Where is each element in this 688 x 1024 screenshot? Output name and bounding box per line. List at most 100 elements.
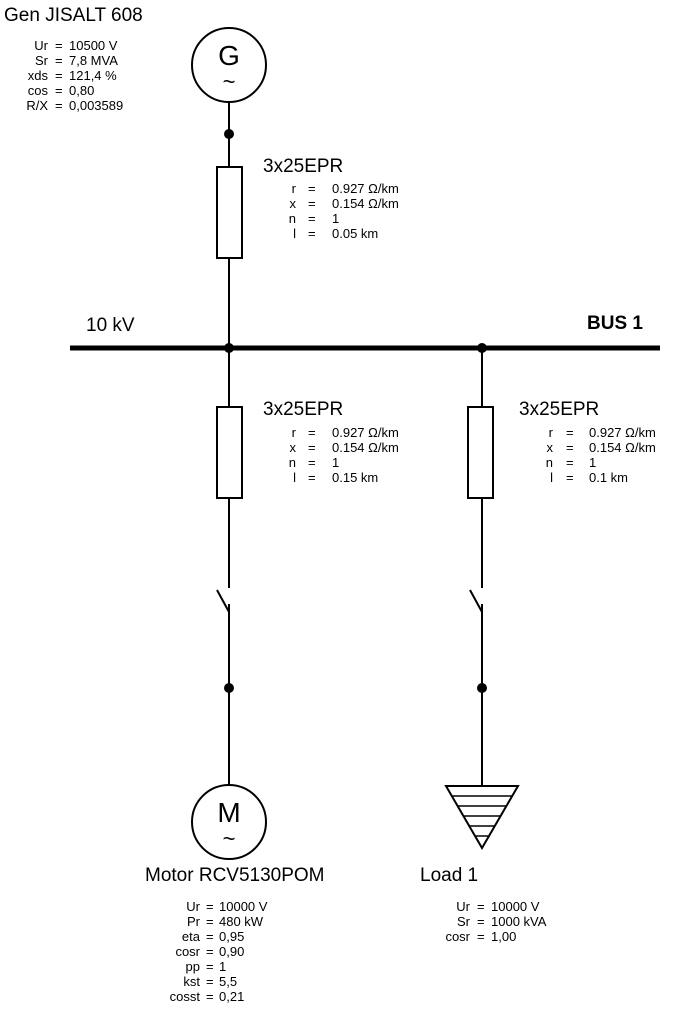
generator-param-value: 0,003589 [69,98,124,113]
motor-param-key: Pr [187,914,200,929]
generator-param-equals: = [55,83,63,98]
cable-motor-resistor[interactable] [216,406,243,499]
generator-param-key: Ur [34,38,48,53]
generator-param-equals: = [55,68,63,83]
motor-param-key: cosr [175,944,200,959]
motor-param-equals: = [206,899,214,914]
cable-gen-param-value: 1 [332,211,340,226]
motor-param-equals: = [206,914,214,929]
motor-param-key: kst [183,974,200,989]
motor-param-value: 1 [219,959,227,974]
motor-param-equals: = [206,959,214,974]
cable-load-param-value: 0.1 km [589,470,629,485]
cable-gen-param-equals: = [308,181,316,196]
load-param-equals: = [477,914,485,929]
cable-load-param-value: 1 [589,455,597,470]
cable-load-param-value: 0.154 Ω/km [589,440,656,455]
generator-param-equals: = [55,38,63,53]
bus-voltage-label: 10 kV [86,315,135,336]
motor-param-value: 10000 V [219,899,268,914]
motor-param-equals: = [206,929,214,944]
motor-symbol-letter: M [217,797,241,828]
load-param-equals: = [477,929,485,944]
motor-title: Motor RCV5130POM [145,865,325,886]
generator-param-value: 121,4 % [69,68,117,83]
load-param-value: 10000 V [491,899,540,914]
generator-param-value: 0,80 [69,83,95,98]
generator-param-key: cos [27,83,48,98]
motor-circle[interactable] [191,784,267,860]
cable-motor-param-key: r [291,425,296,440]
cable-gen-param-value: 0.05 km [332,226,379,241]
load-param-key: cosr [445,929,470,944]
motor-param-key: eta [181,929,200,944]
cable-gen-param-value: 0.927 Ω/km [332,181,399,196]
cable-load-param-key: r [548,425,553,440]
motor-param-key: Ur [186,899,200,914]
cable-gen-param-key: n [288,211,296,226]
cable-load-param-key: x [546,440,554,455]
motor-param-equals: = [206,944,214,959]
cable-motor-param-equals: = [308,455,316,470]
cable-motor-param-value: 1 [332,455,340,470]
generator-param-key: R/X [26,98,48,113]
generator-title: Gen JISALT 608 [4,5,143,26]
cable-gen-param-equals: = [308,211,316,226]
motor-param-value: 480 kW [219,914,264,929]
cable-load-param-key: n [545,455,553,470]
cable-load-param-equals: = [566,425,574,440]
cable-gen-title: 3x25EPR [263,156,344,177]
motor-node-dot [224,683,234,693]
cable-motor-title: 3x25EPR [263,399,344,420]
cable-motor-param-key: n [288,455,296,470]
cable-motor-param-value: 0.154 Ω/km [332,440,399,455]
load-title: Load 1 [420,865,479,886]
load-param-key: Ur [456,899,470,914]
cable-gen-resistor[interactable] [216,166,243,259]
bus-name-label: BUS 1 [587,313,643,334]
cable-load-param-equals: = [566,440,574,455]
cable-motor-param-equals: = [308,425,316,440]
motor-param-value: 5,5 [219,974,238,989]
load-switch-blade[interactable] [469,589,483,613]
cable-gen-param-value: 0.154 Ω/km [332,196,399,211]
load-triangle-icon[interactable] [444,785,520,850]
load-param-equals: = [477,899,485,914]
motor-param-key: cosst [169,989,200,1004]
cable-motor-param-key: l [293,470,296,485]
cable-gen-param-equals: = [308,226,316,241]
load-param-value: 1000 kVA [491,914,547,929]
load-param-key: Sr [457,914,470,929]
cable-motor-param-value: 0.927 Ω/km [332,425,399,440]
generator-param-value: 7,8 MVA [69,53,118,68]
load-param-value: 1,00 [491,929,517,944]
motor-param-equals: = [206,989,214,1004]
generator-param-equals: = [55,98,63,113]
generator-tilde-icon: ~ [222,69,236,94]
cable-load-param-equals: = [566,455,574,470]
cable-motor-param-value: 0.15 km [332,470,379,485]
motor-param-value: 0,90 [219,944,245,959]
cable-gen-param-key: l [293,226,296,241]
load-node-dot [477,683,487,693]
motor-param-value: 0,95 [219,929,245,944]
motor-param-key: pp [185,959,200,974]
cable-load-title: 3x25EPR [519,399,600,420]
cable-load-param-value: 0.927 Ω/km [589,425,656,440]
cable-gen-param-key: x [289,196,297,211]
generator-param-value: 10500 V [69,38,118,53]
cable-load-param-key: l [550,470,553,485]
cable-gen-param-key: r [291,181,296,196]
motor-switch-blade[interactable] [216,589,230,613]
cable-motor-param-equals: = [308,470,316,485]
cable-motor-param-key: x [289,440,297,455]
cable-load-resistor[interactable] [467,406,494,499]
motor-tilde-icon: ~ [222,826,236,851]
motor-param-equals: = [206,974,214,989]
generator-param-key: xds [27,68,48,83]
cable-motor-param-equals: = [308,440,316,455]
generator-param-key: Sr [35,53,48,68]
motor-param-value: 0,21 [219,989,245,1004]
